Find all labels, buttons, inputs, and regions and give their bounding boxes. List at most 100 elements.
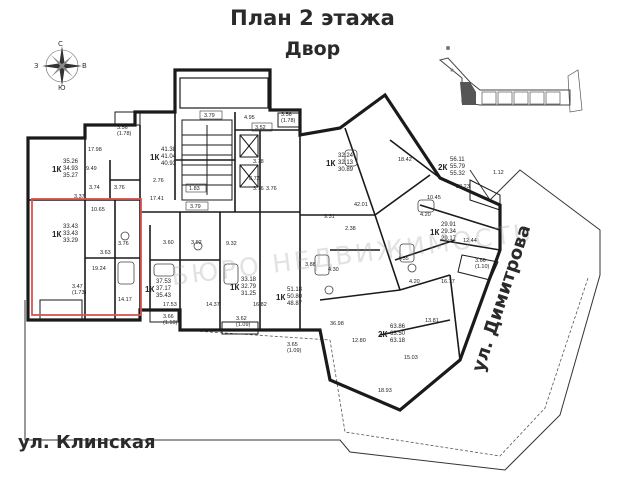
room-area: 3.66 bbox=[475, 258, 486, 264]
room-area: 18.93 bbox=[378, 388, 392, 394]
room-area: 3.56 bbox=[281, 112, 292, 118]
apartment-rooms: 2К bbox=[438, 163, 447, 172]
room-area: 3.76 bbox=[114, 185, 125, 191]
room-area: 4.20 bbox=[409, 279, 420, 285]
room-area: (1.78) bbox=[117, 131, 132, 137]
room-area: 19.24 bbox=[92, 266, 106, 272]
room-area: 4.20 bbox=[420, 212, 431, 218]
apartment-area: 55.79 bbox=[450, 164, 466, 170]
room-area: 9.31 bbox=[324, 214, 335, 220]
room-area: 3.62 bbox=[236, 316, 247, 322]
apartment-area: 29.91 bbox=[441, 222, 457, 228]
apartment-area: 63.86 bbox=[390, 324, 406, 330]
interior-walls bbox=[28, 112, 300, 330]
room-area: (1.10) bbox=[163, 320, 178, 326]
apartment-rooms: 1К bbox=[276, 293, 285, 302]
terrace-outline-inner bbox=[179, 277, 589, 457]
room-area: 1.12 bbox=[493, 170, 504, 176]
room-area: (1.09) bbox=[236, 322, 251, 328]
room-area: 10.45 bbox=[427, 195, 441, 201]
room-area: 8.72 bbox=[249, 176, 260, 182]
apartment-area: 33.29 bbox=[63, 238, 79, 244]
apartment-rooms: 1К bbox=[150, 153, 159, 162]
room-area: 3.88 bbox=[305, 262, 316, 268]
apartment-area: 41.04 bbox=[161, 154, 177, 160]
room-area: 10.65 bbox=[91, 207, 105, 213]
apartment-area: 56.11 bbox=[450, 157, 465, 163]
apartment-area: 32.24 bbox=[338, 153, 354, 159]
compass-east-label: В bbox=[82, 62, 87, 70]
apartment-rooms: 1К bbox=[430, 228, 439, 237]
key-plan bbox=[438, 46, 583, 113]
room-area: 9.32 bbox=[226, 241, 237, 247]
balconies bbox=[39, 111, 501, 335]
plan-title: План 2 этажа bbox=[230, 6, 395, 30]
room-area: 42.01 bbox=[354, 202, 368, 208]
room-area: 3.63 bbox=[100, 250, 111, 256]
apartment-area: 32.79 bbox=[241, 284, 257, 290]
apartment-area: 37.17 bbox=[156, 286, 172, 292]
room-area: 2.76 bbox=[153, 178, 164, 184]
room-area: 3.76 bbox=[266, 186, 277, 192]
apartment-area: 31.25 bbox=[241, 291, 257, 297]
apartment-area: 37.53 bbox=[156, 279, 172, 285]
apartment-area: 29.34 bbox=[441, 229, 457, 235]
room-area-labels: 17.98 9.49 3.56 (1.78) 3.74 3.76 3.37 3.… bbox=[72, 112, 504, 394]
apartment-rooms: 1К bbox=[230, 283, 239, 292]
apartment-labels: 1К 35.26 34.93 35.27 1К 33.43 33.43 33.2… bbox=[52, 147, 466, 344]
apartment-area: 41.38 bbox=[161, 147, 177, 153]
apartment-rooms: 1К bbox=[326, 159, 335, 168]
room-area: 20.23 bbox=[456, 184, 470, 190]
level-marker: 3.79 bbox=[190, 204, 201, 210]
apartment-rooms: 1К bbox=[52, 165, 61, 174]
apartment-area: 33.18 bbox=[241, 277, 257, 283]
room-area: 13.81 bbox=[425, 318, 439, 324]
room-area: 3.60 bbox=[163, 240, 174, 246]
room-area: 3.92 bbox=[191, 240, 202, 246]
apartment-area: 48.87 bbox=[287, 301, 303, 307]
terrace-outline bbox=[24, 169, 601, 471]
stair-core bbox=[179, 77, 269, 201]
apartment-area: 63.50 bbox=[390, 331, 406, 337]
street-label-left: ул. Клинская bbox=[18, 432, 156, 453]
room-area: 3.74 bbox=[89, 185, 100, 191]
compass-west-label: З bbox=[34, 62, 39, 70]
room-area: 17.98 bbox=[88, 147, 102, 153]
apartment-area: 29.17 bbox=[441, 236, 457, 242]
room-area: (1.78) bbox=[281, 118, 296, 124]
room-area: 3.65 bbox=[287, 342, 298, 348]
room-area: 3.76 bbox=[253, 186, 264, 192]
room-area: (1.09) bbox=[287, 348, 302, 354]
room-area: 3.76 bbox=[118, 241, 129, 247]
room-area: (1.73) bbox=[72, 290, 87, 296]
room-area: 36.98 bbox=[330, 321, 344, 327]
room-area: 16.77 bbox=[441, 279, 455, 285]
room-area: 9.49 bbox=[86, 166, 97, 172]
level-marker: 3.52 bbox=[255, 125, 266, 131]
apartment-area: 35.43 bbox=[156, 293, 172, 299]
apartment-area: 33.43 bbox=[63, 231, 79, 237]
room-area: 17.41 bbox=[150, 196, 164, 202]
level-marker: 1.83 bbox=[189, 186, 200, 192]
room-area: 12.44 bbox=[463, 238, 477, 244]
room-area: 16.82 bbox=[253, 302, 267, 308]
room-area: 3.66 bbox=[163, 314, 174, 320]
room-area: 14.17 bbox=[118, 297, 132, 303]
apartment-area: 51.18 bbox=[287, 287, 303, 293]
room-area: 15.03 bbox=[404, 355, 418, 361]
interior-walls-right bbox=[299, 127, 501, 361]
apartment-area: 30.89 bbox=[338, 167, 354, 173]
compass-rose-icon bbox=[42, 46, 82, 86]
apartment-rooms: 1К bbox=[145, 285, 154, 294]
room-area: 3.37 bbox=[74, 194, 85, 200]
room-area: 3.47 bbox=[72, 284, 83, 290]
sanitary-fixtures bbox=[117, 149, 435, 295]
compass-south-label: Ю bbox=[58, 84, 66, 92]
apartment-area: 35.27 bbox=[63, 173, 79, 179]
apartment-area: 35.26 bbox=[63, 159, 79, 165]
room-area: 4.35 bbox=[398, 256, 409, 262]
apartment-area: 40.93 bbox=[161, 161, 177, 167]
level-markers: 3.79 3.79 1.83 3.52 bbox=[185, 110, 273, 211]
selected-apartment-outline bbox=[31, 198, 142, 316]
